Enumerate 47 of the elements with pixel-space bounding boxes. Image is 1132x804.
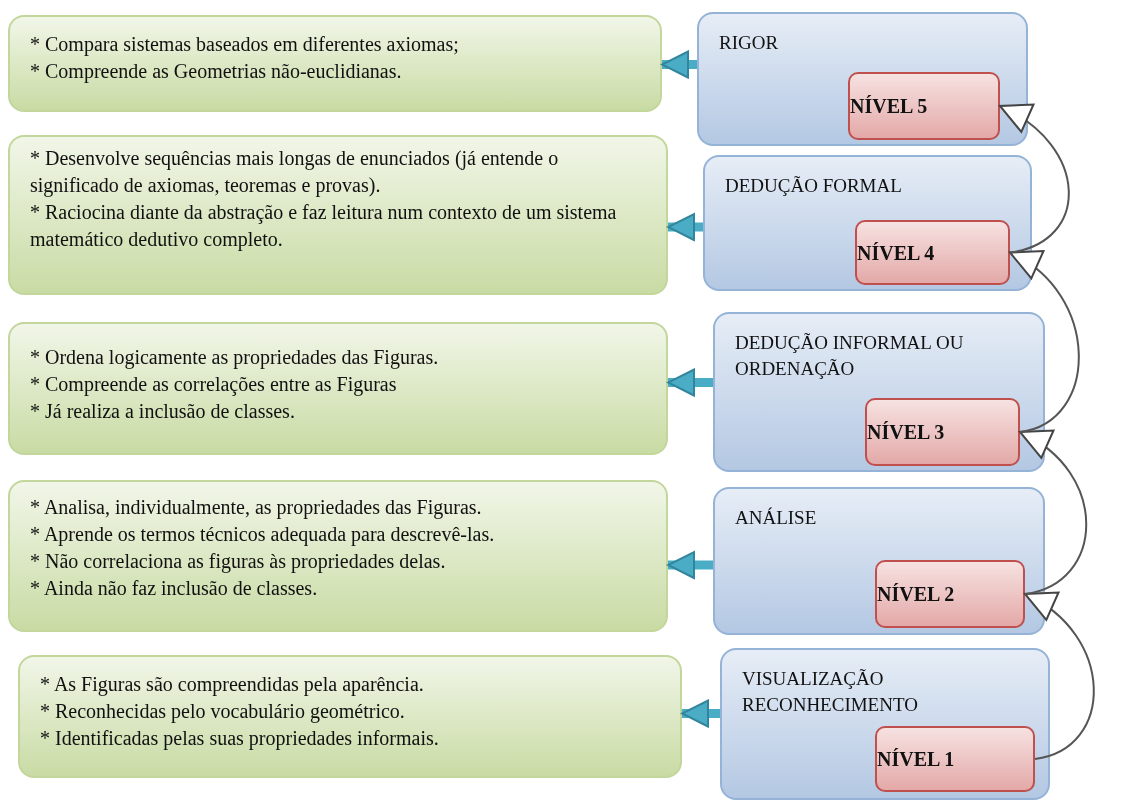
level-name-box [713,487,1045,635]
bullet-text: * Não correlaciona as figuras às propriedades delas. [30,549,447,575]
curved-arrow [999,105,1070,254]
block-arrow [667,368,713,397]
level-badge [848,72,1000,140]
level-name: DEDUÇÃO INFORMAL OU ORDENAÇÃO [735,331,965,381]
bullet-text: * Ordena logicamente as propriedades das Figuras. [30,345,440,371]
level-name-box [697,12,1028,146]
level-name-box [713,312,1045,472]
level-label: NÍVEL 3 [867,420,946,445]
bullet-text: * Analisa, individualmente, as propriedades das Figuras. [30,495,483,521]
level-label: NÍVEL 5 [850,94,929,119]
description-box [8,15,662,112]
block-arrow [667,213,703,241]
bullet-text: * Compreende as correlações entre as Figuras [30,372,398,398]
level-name-box [703,155,1032,291]
bullet-text: * Desenvolve sequências mais longas de enunciados (já entende o significado de axiomas, teoremas e provas). [30,146,560,199]
bullet-text: * Ainda não faz inclusão de classes. [30,576,319,601]
bullet-text: * Já realiza a inclusão de classes. [30,399,296,424]
level-label: NÍVEL 1 [877,747,956,772]
level-name: VISUALIZAÇÃO RECONHECIMENTO [742,667,919,717]
level-badge [875,726,1035,792]
block-arrow [661,50,697,79]
block-arrow [681,699,720,728]
bullet-text: * Compreende as Geometrias não-euclidianas. [30,59,403,85]
bullet-text: * As Figuras são compreendidas pela aparência. [40,672,425,698]
description-box [8,480,668,632]
level-badge [855,220,1010,285]
description-box [8,322,668,455]
level-name: RIGOR [719,31,780,55]
level-name: ANÁLISE [735,506,818,530]
bullet-text: * Raciocina diante da abstração e faz leitura num contexto de um sistema matemático dedutivo completo. [30,200,618,253]
bullet-text: * Aprende os termos técnicos adequada para descrevê-las. [30,522,496,548]
block-arrow [667,551,713,579]
level-badge [875,560,1025,628]
level-label: NÍVEL 2 [877,582,956,607]
bullet-text: * Identificadas pelas suas propriedades informais. [40,726,440,752]
level-name-box [720,648,1050,800]
bullet-text: * Reconhecidas pelo vocabulário geométrico. [40,699,406,725]
curved-arrow [1019,431,1088,595]
curved-arrow [1009,251,1080,433]
level-name: DEDUÇÃO FORMAL [725,174,903,198]
level-label: NÍVEL 4 [857,240,936,266]
bullet-text: * Compara sistemas baseados em diferentes axiomas; [30,32,460,58]
level-badge [865,398,1020,466]
description-box [18,655,682,778]
description-box [8,135,668,295]
